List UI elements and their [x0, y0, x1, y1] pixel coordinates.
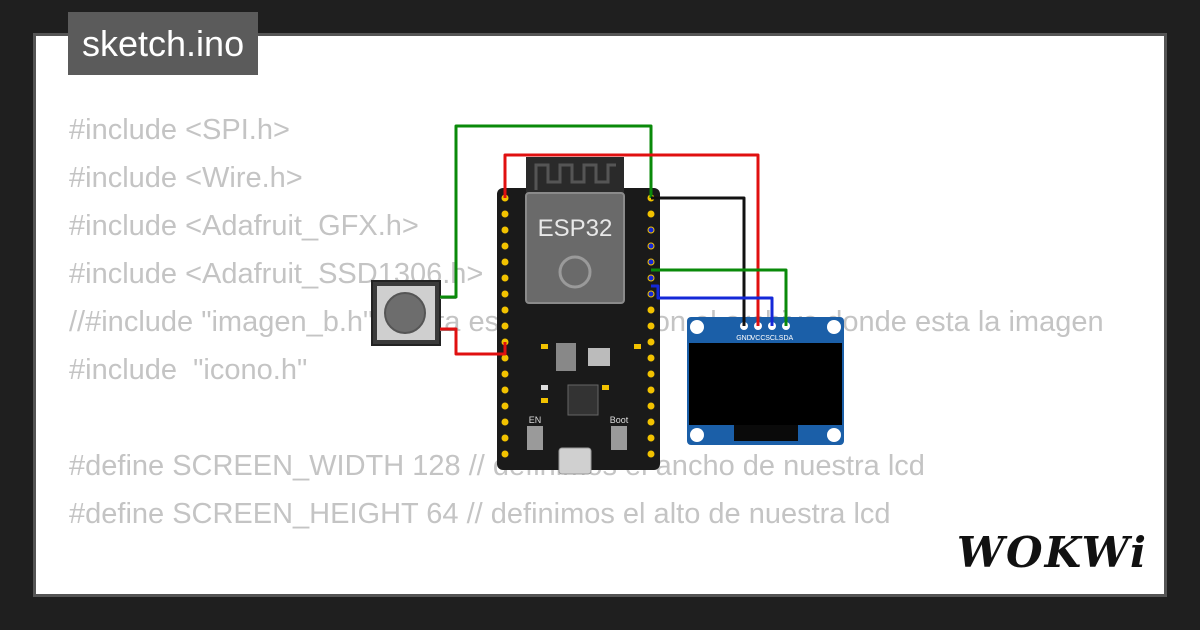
- espressif-logo-icon: [558, 255, 592, 289]
- code-line: #include <Wire.h>: [69, 162, 303, 194]
- wire-blue-scl[interactable]: [651, 284, 774, 326]
- boot-label: Boot: [610, 415, 629, 425]
- code-line: #define SCREEN_HEIGHT 64 // definimos el…: [69, 498, 891, 530]
- wokwi-logo: WOKWi: [956, 528, 1148, 577]
- code-background: #include <SPI.h> #include <Wire.h> #includ…: [69, 106, 1104, 594]
- left-pin-header: [501, 194, 509, 458]
- wire-black-gnd[interactable]: [651, 196, 746, 326]
- wires: [440, 124, 788, 356]
- oled-pin-gnd: GND: [736, 335, 752, 342]
- code-line: #include <Adafruit_SSD1306.h>: [69, 258, 484, 290]
- oled-display[interactable]: GND VCC SCL SDA: [687, 317, 844, 445]
- regulator: [588, 348, 610, 366]
- oled-pin-sda: SDA: [779, 335, 794, 342]
- boot-button[interactable]: [611, 426, 627, 450]
- esp32-board[interactable]: ESP32 EN Boot: [497, 157, 660, 475]
- code-line: #include <SPI.h>: [69, 114, 290, 146]
- usb-port: [558, 447, 592, 475]
- wire-green-button[interactable]: [440, 124, 653, 299]
- wire-red-button[interactable]: [440, 327, 507, 356]
- esp32-label: ESP32: [538, 215, 613, 242]
- wire-red-vcc[interactable]: [503, 153, 760, 326]
- chip: [567, 384, 599, 416]
- pushbutton[interactable]: [371, 280, 456, 346]
- code-line: #include <Adafruit_GFX.h>: [69, 210, 419, 242]
- wire-green-sda[interactable]: [651, 268, 788, 326]
- en-button[interactable]: [527, 426, 543, 450]
- en-label: EN: [529, 415, 542, 425]
- oled-screen: [689, 343, 842, 425]
- sketch-title: sketch.ino: [68, 12, 259, 75]
- oled-pin-vcc: VCC: [751, 335, 766, 342]
- code-line: #include "icono.h": [69, 354, 308, 386]
- oled-pin-scl: SCL: [765, 335, 779, 342]
